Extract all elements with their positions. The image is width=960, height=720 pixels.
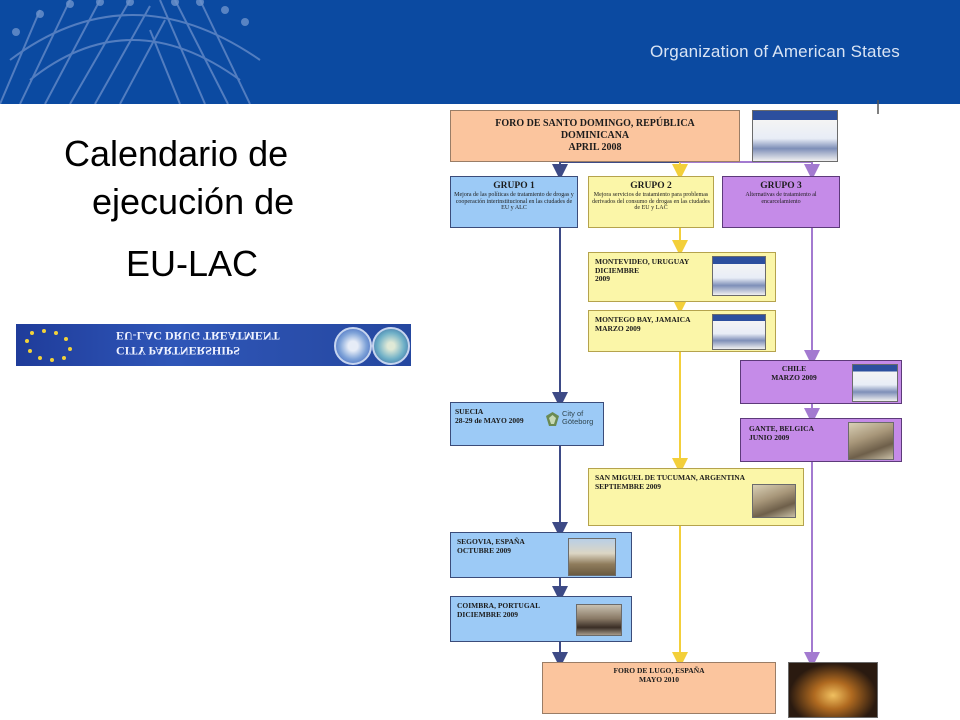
coimbra-line2: DICIEMBRE 2009 <box>457 609 519 619</box>
node-foro-lugo: FORO DE LUGO, ESPAÑA MAYO 2010 <box>542 662 776 714</box>
gante-line2: JUNIO 2009 <box>749 432 790 442</box>
goteborg-line1: City of <box>562 409 584 418</box>
group-3-title: GRUPO 3 <box>760 181 802 191</box>
city-partnerships-banner: CITY PARTNERSHIPS EU-LAC DRUG TREATMENT <box>16 324 411 366</box>
globe-seal-icon <box>372 327 410 365</box>
goteborg-emblem-icon <box>546 412 559 426</box>
montevideo-thumbnail <box>712 256 766 296</box>
forum-top-line1: FORO DE SANTO DOMINGO, REPÚBLICA <box>495 118 695 129</box>
montego-line2: MARZO 2009 <box>595 323 641 333</box>
montevideo-line3: 2009 <box>595 274 610 283</box>
group-1-subtitle: Mejora de las políticas de tratamiento d… <box>454 192 574 211</box>
lugo-line1: FORO DE LUGO, ESPAÑA <box>613 666 705 675</box>
title-line-1: Calendario de <box>64 133 289 174</box>
tucuman-photo <box>752 484 796 518</box>
chile-thumbnail <box>852 364 898 402</box>
group-2-box: GRUPO 2 Mejora servicios de tratamiento … <box>588 176 714 228</box>
group-2-title: GRUPO 2 <box>630 181 672 191</box>
chile-line2: MARZO 2009 <box>771 372 817 382</box>
lugo-photo <box>788 662 878 718</box>
header-bar: Organization of American States <box>0 0 960 104</box>
group-2-subtitle: Mejora servicios de tratamiento para pro… <box>592 192 710 211</box>
node-suecia: SUECIA 28-29 de MAYO 2009 <box>450 402 604 446</box>
segovia-line1: SEGOVIA, ESPAÑA <box>457 537 525 546</box>
forum-santo-domingo: FORO DE SANTO DOMINGO, REPÚBLICA DOMINIC… <box>450 110 740 162</box>
org-name: Organization of American States <box>650 42 900 61</box>
goteborg-line2: Göteborg <box>562 417 594 426</box>
lugo-line2: MAYO 2010 <box>639 674 679 684</box>
title-line-3: EU-LAC <box>126 243 259 284</box>
group3-line <box>680 161 820 668</box>
oas-seal-watermark-icon <box>0 0 261 104</box>
forum-website-thumbnail <box>752 110 838 162</box>
eu-stars-icon <box>25 329 72 362</box>
group-3-subtitle: Alternativas de tratamiento al encarcela… <box>745 192 817 205</box>
forum-top-line3: APRIL 2008 <box>568 142 622 153</box>
segovia-line2: OCTUBRE 2009 <box>457 545 511 555</box>
group1-line <box>552 161 680 668</box>
montevideo-line2: DICIEMBRE <box>595 265 640 275</box>
city-of-goteborg-logo: City of Göteborg <box>546 408 598 434</box>
oas-seal-icon <box>334 327 372 365</box>
gante-line1: GANTE, BELGICA <box>749 424 815 433</box>
montevideo-line1: MONTEVIDEO, URUGUAY <box>595 257 690 266</box>
group-1-title: GRUPO 1 <box>493 181 535 191</box>
gante-photo <box>848 422 894 460</box>
group-3-box: GRUPO 3 Alternativas de tratamiento al e… <box>722 176 840 228</box>
suecia-line1: SUECIA <box>455 407 484 416</box>
coimbra-line1: COIMBRA, PORTUGAL <box>457 601 541 610</box>
forum-top-line2: DOMINICANA <box>560 130 630 141</box>
coimbra-photo <box>576 604 622 636</box>
group-1-box: GRUPO 1 Mejora de las políticas de trata… <box>450 176 578 228</box>
montego-line1: MONTEGO BAY, JAMAICA <box>595 315 691 324</box>
segovia-photo <box>568 538 616 576</box>
tucuman-line2: SEPTIEMBRE 2009 <box>595 481 662 491</box>
title-line-2: ejecución de <box>92 181 295 222</box>
tucuman-line1: SAN MIGUEL DE TUCUMAN, ARGENTINA <box>595 473 746 482</box>
suecia-line2: 28-29 de MAYO 2009 <box>455 415 524 425</box>
montego-thumbnail <box>712 314 766 350</box>
chile-line1: CHILE <box>781 364 807 373</box>
